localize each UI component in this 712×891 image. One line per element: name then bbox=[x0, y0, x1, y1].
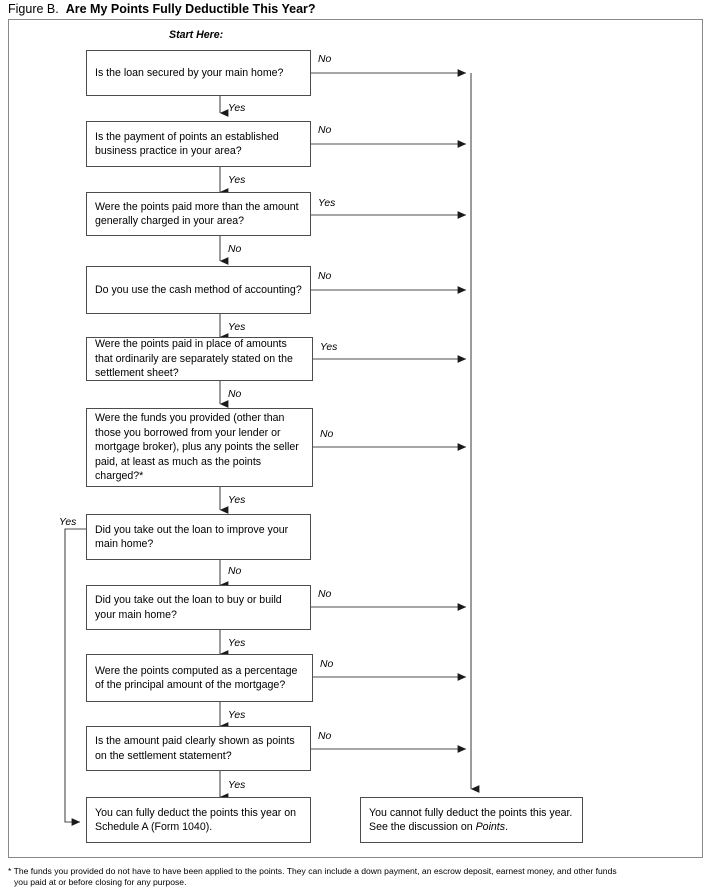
node-q4[interactable]: Do you use the cash method of accounting… bbox=[86, 266, 311, 314]
edge-label-q8-right: No bbox=[318, 589, 332, 600]
node-q1[interactable]: Is the loan secured by your main home? bbox=[86, 50, 311, 96]
figure-title-text: Are My Points Fully Deductible This Year… bbox=[65, 2, 316, 16]
node-outcome-not-deductible[interactable]: You cannot fully deduct the points this … bbox=[360, 797, 583, 843]
node-q8-text: Did you take out the loan to buy or buil… bbox=[95, 594, 282, 621]
edge-label-q7-left: Yes bbox=[59, 517, 77, 528]
footnote-line-2: you paid at or before closing for any pu… bbox=[14, 876, 187, 887]
node-q7-text: Did you take out the loan to improve you… bbox=[95, 523, 289, 551]
edge-label-q2-right: No bbox=[318, 125, 332, 136]
edge-label-q5-right: Yes bbox=[320, 342, 338, 353]
start-here-label: Start Here: bbox=[169, 29, 224, 41]
edge-label-q10-right: No bbox=[318, 731, 332, 742]
footnote: * The funds you provided do not have to … bbox=[8, 866, 708, 887]
node-q6[interactable]: Were the funds you provided (other than … bbox=[86, 408, 313, 487]
node-q4-text: Do you use the cash method of accounting… bbox=[95, 283, 302, 296]
node-q3[interactable]: Were the points paid more than the amoun… bbox=[86, 192, 311, 236]
edge-label-q6-down: Yes bbox=[228, 495, 246, 506]
footnote-line-1: The funds you provided do not have to ha… bbox=[13, 866, 617, 876]
edge-label-q1-down: Yes bbox=[228, 103, 246, 114]
figure-title: Figure B. Are My Points Fully Deductible … bbox=[8, 2, 316, 17]
edge-label-q8-down: Yes bbox=[228, 638, 246, 649]
node-q3-text: Were the points paid more than the amoun… bbox=[95, 200, 299, 228]
node-q10-text: Is the amount paid clearly shown as poin… bbox=[95, 735, 295, 762]
node-q7[interactable]: Did you take out the loan to improve you… bbox=[86, 514, 311, 560]
edge-label-q9-right: No bbox=[320, 659, 334, 670]
node-outcome-deductible-text: You can fully deduct the points this yea… bbox=[95, 806, 297, 834]
edge-label-q2-down: Yes bbox=[228, 175, 246, 186]
node-outcome-not-deductible-text: You cannot fully deduct the points this … bbox=[369, 806, 574, 835]
node-q5[interactable]: Were the points paid in place of amounts… bbox=[86, 337, 313, 381]
node-q9[interactable]: Were the points computed as a percentage… bbox=[86, 654, 313, 702]
figure-label: Figure B. bbox=[8, 2, 59, 16]
edge-label-q4-down: Yes bbox=[228, 322, 246, 333]
node-q9-text: Were the points computed as a percentage… bbox=[95, 664, 298, 692]
not-deductible-part2: . bbox=[505, 821, 509, 833]
node-q1-text: Is the loan secured by your main home? bbox=[95, 66, 284, 79]
edge-label-q1-right: No bbox=[318, 54, 332, 65]
edge-label-q3-right: Yes bbox=[318, 198, 336, 209]
edge-label-q10-down: Yes bbox=[228, 780, 246, 791]
edge-label-q6-right: No bbox=[320, 429, 334, 440]
node-q10[interactable]: Is the amount paid clearly shown as poin… bbox=[86, 726, 311, 771]
not-deductible-part1: You cannot fully deduct the points this … bbox=[369, 806, 573, 834]
edge-label-q4-right: No bbox=[318, 271, 332, 282]
footnote-marker: * bbox=[8, 866, 12, 876]
edge-label-q7-down: No bbox=[228, 566, 242, 577]
edge-label-q3-down: No bbox=[228, 244, 242, 255]
edge-q7-yes-loop bbox=[64, 528, 86, 826]
not-deductible-italic: Points bbox=[475, 821, 506, 833]
node-q5-text: Were the points paid in place of amounts… bbox=[95, 338, 293, 380]
node-outcome-deductible[interactable]: You can fully deduct the points this yea… bbox=[86, 797, 311, 843]
edge-label-q9-down: Yes bbox=[228, 710, 246, 721]
edge-label-q5-down: No bbox=[228, 389, 242, 400]
node-q8[interactable]: Did you take out the loan to buy or buil… bbox=[86, 585, 311, 630]
node-q6-text: Were the funds you provided (other than … bbox=[95, 412, 299, 483]
node-q2-text: Is the payment of points an established … bbox=[95, 130, 279, 158]
node-q2[interactable]: Is the payment of points an established … bbox=[86, 121, 311, 167]
